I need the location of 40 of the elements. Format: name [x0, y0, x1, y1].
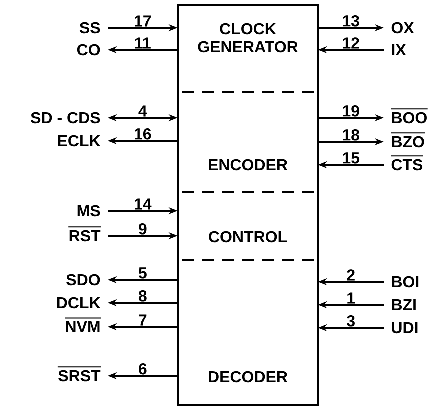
- pin-name: SRST: [57, 366, 102, 382]
- pin-name: OX: [392, 22, 414, 34]
- pin-number: 11: [135, 38, 151, 49]
- pin-number: 12: [343, 38, 360, 49]
- pin-name: RST: [68, 226, 102, 242]
- pin-number: 16: [135, 128, 152, 140]
- pin-number: 4: [138, 106, 148, 117]
- pin-number: 9: [139, 223, 147, 235]
- pin-name: DCLK: [57, 297, 101, 309]
- pin-number: 18: [343, 129, 360, 141]
- pin-name: MS: [78, 205, 100, 217]
- block-section: DECODER: [177, 259, 319, 406]
- pin-number: 19: [343, 105, 360, 117]
- pin-number: 17: [135, 16, 152, 27]
- pin-name: IX: [392, 44, 406, 56]
- pin-number: 15: [343, 152, 360, 164]
- pin-number: 7: [139, 314, 147, 326]
- pin-number: 13: [343, 15, 360, 27]
- pin-number: 6: [139, 363, 147, 375]
- pin-name: SDO: [66, 274, 100, 286]
- pin-name: ECLK: [58, 135, 101, 147]
- block-section: CLOCK GENERATOR: [177, 4, 319, 92]
- block-section: ENCODER: [177, 91, 319, 192]
- pin-number: 1: [348, 292, 356, 304]
- pin-name: UDI: [392, 322, 418, 334]
- block-section: CONTROL: [177, 190, 319, 260]
- pin-number: 2: [347, 270, 355, 281]
- pin-name: NVM: [64, 318, 102, 332]
- pin-number: 14: [135, 198, 152, 210]
- pin-name: BZO: [390, 132, 426, 148]
- pin-name: BOI: [392, 276, 419, 288]
- pin-name: CO: [77, 44, 100, 56]
- pin-name: SS: [80, 22, 100, 34]
- pin-name: BOO: [390, 108, 428, 124]
- pin-number: 8: [138, 290, 147, 302]
- pin-name: BZI: [392, 299, 416, 310]
- pin-name: CTS: [390, 156, 424, 171]
- pin-name: SD - CDS: [31, 112, 100, 124]
- pin-number: 3: [347, 315, 355, 327]
- pin-number: 5: [138, 268, 147, 279]
